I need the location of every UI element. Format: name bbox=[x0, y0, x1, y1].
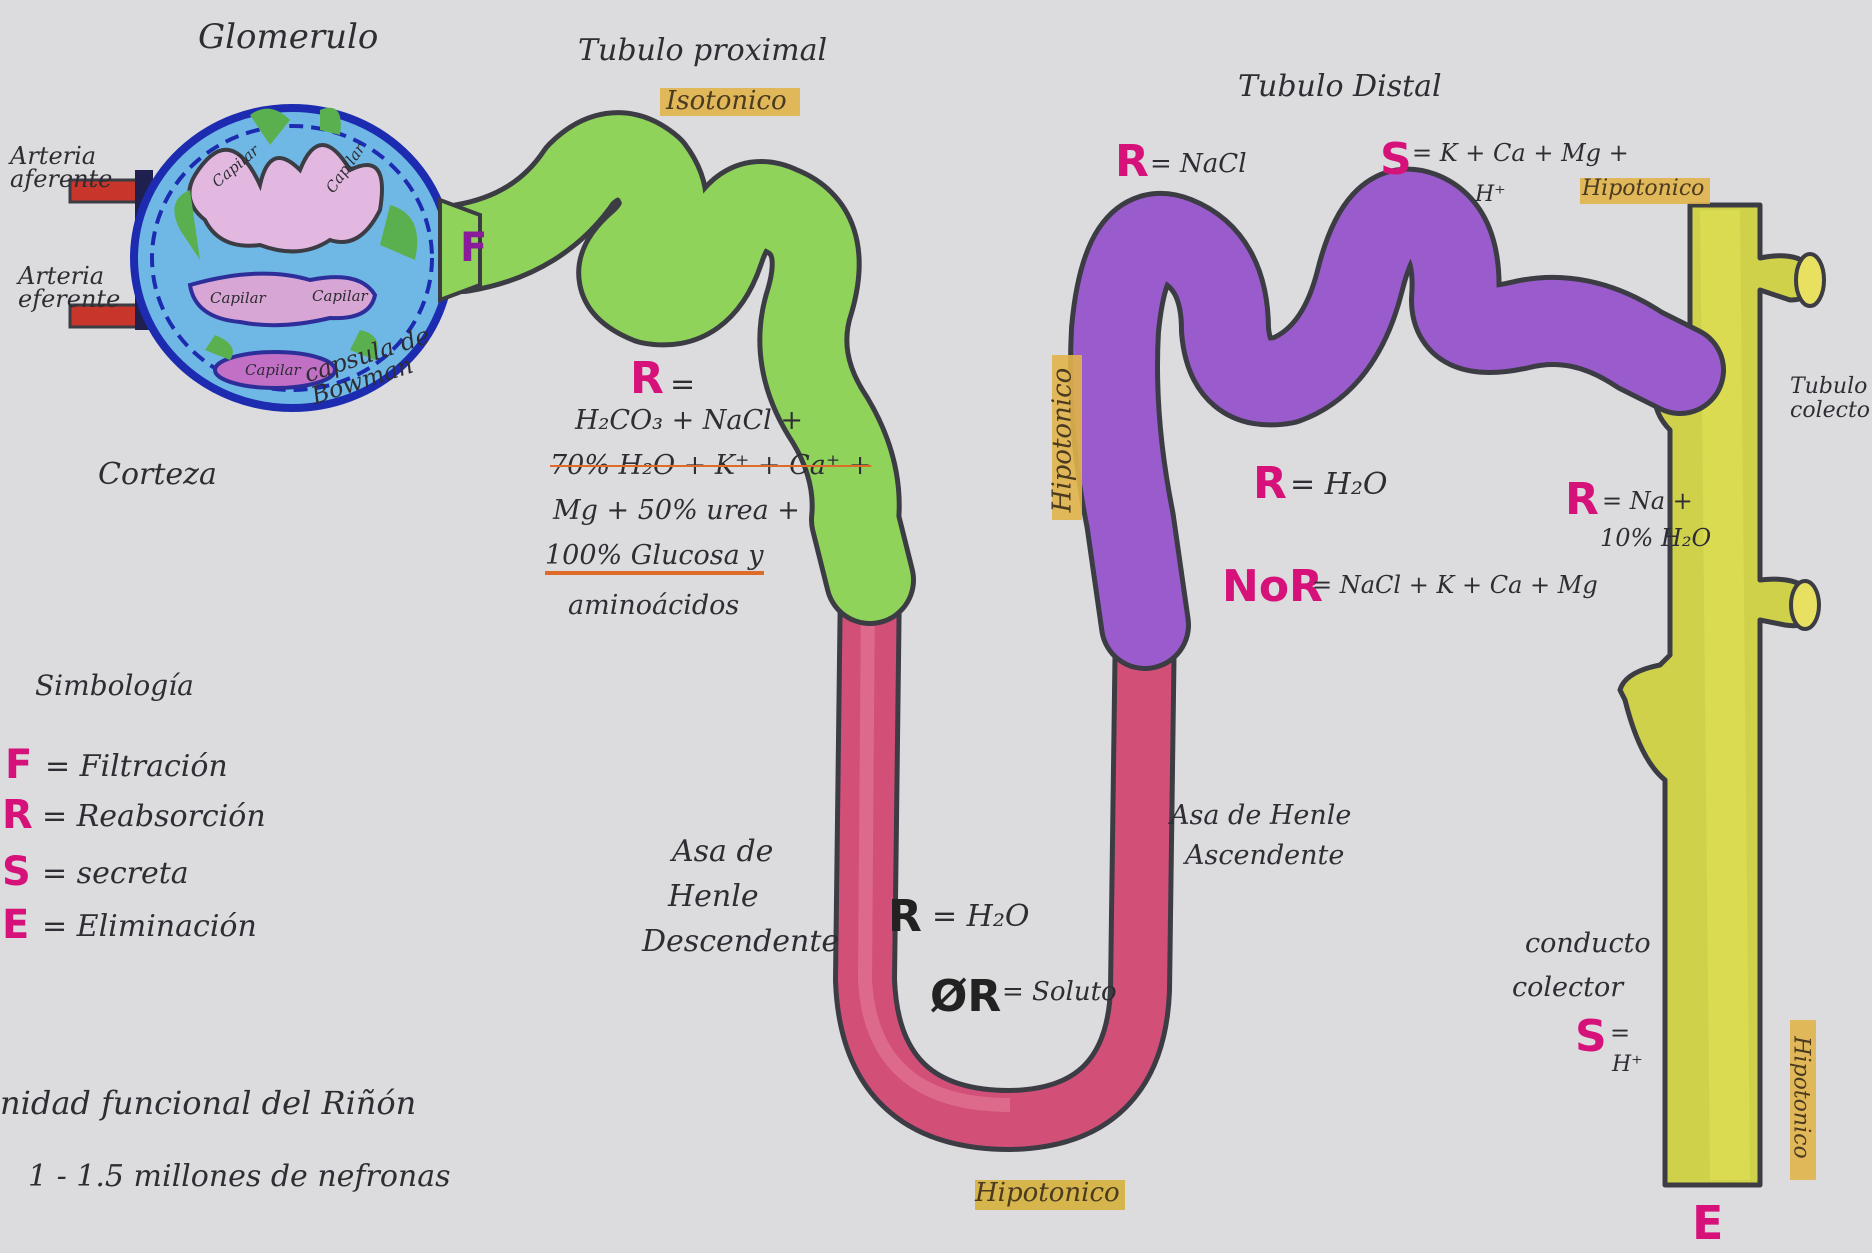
filtration-mark: F bbox=[460, 228, 487, 268]
descending-label-2: Henle bbox=[668, 880, 759, 915]
legend-mark-f: F bbox=[5, 745, 32, 785]
hypotonic-bottom-label: Hipotonico bbox=[975, 1178, 1120, 1208]
hypotonic-side-label: Hipotonico bbox=[1047, 368, 1077, 513]
distal-nor-text: = NaCl + K + Ca + Mg bbox=[1312, 572, 1598, 600]
legend-text-f: = Filtración bbox=[45, 750, 228, 785]
descending-r-mark: R bbox=[888, 895, 922, 939]
legend-title: Simbología bbox=[35, 670, 194, 702]
proximal-line-4: 100% Glucosa y bbox=[545, 540, 764, 575]
isotonic-label: Isotonico bbox=[666, 86, 787, 116]
proximal-line-5: aminoácidos bbox=[568, 590, 739, 621]
loop-of-henle bbox=[865, 580, 1145, 1120]
distal-r2-mark: R bbox=[1253, 462, 1287, 506]
proximal-line-1: H₂CO₃ + NaCl + bbox=[575, 405, 803, 436]
ascending-label-2: Ascendente bbox=[1185, 840, 1344, 871]
legend-text-r: = Reabsorción bbox=[42, 800, 266, 835]
elimination-mark: E bbox=[1692, 1200, 1723, 1246]
efferent-artery-label: Arteria eferente bbox=[18, 265, 148, 311]
collector-s-text2: H⁺ bbox=[1612, 1052, 1643, 1077]
afferent-artery-label: Arteria aferente bbox=[10, 145, 140, 191]
collector-r-mark: R bbox=[1565, 478, 1599, 522]
distal-r-text: = NaCl bbox=[1150, 150, 1247, 180]
descending-nr-mark: ØR bbox=[930, 975, 1001, 1019]
conducto-label-2: colector bbox=[1512, 972, 1623, 1003]
proximal-line-3: Mg + 50% urea + bbox=[553, 495, 800, 526]
hypotonic-right-label: Hipotonico bbox=[1789, 1036, 1814, 1158]
distal-tubule-label: Tubulo Distal bbox=[1238, 70, 1442, 105]
distal-r-mark: R bbox=[1115, 140, 1149, 184]
collector-s-text: = bbox=[1610, 1020, 1630, 1048]
legend-text-e: = Eliminación bbox=[42, 910, 257, 945]
footer-line-2: 1 - 1.5 millones de nefronas bbox=[28, 1160, 451, 1195]
distal-s-text2: H⁺ bbox=[1475, 182, 1506, 207]
proximal-r-eq: = bbox=[670, 368, 695, 403]
proximal-r-mark: R bbox=[630, 357, 664, 401]
collector-r-text: = Na + bbox=[1602, 488, 1693, 516]
collecting-tubule-label: Tubulo colecto bbox=[1790, 375, 1870, 423]
legend-mark-s: S bbox=[2, 852, 31, 892]
capillary-label-3: Capilar bbox=[210, 290, 266, 307]
descending-label-1: Asa de bbox=[672, 835, 773, 870]
collector-s-mark: S bbox=[1575, 1015, 1607, 1059]
ascending-label-1: Asa de Henle bbox=[1170, 800, 1351, 831]
descending-label-3: Descendente bbox=[642, 925, 839, 960]
conducto-label-1: conducto bbox=[1525, 928, 1651, 959]
distal-r2-text: = H₂O bbox=[1290, 468, 1387, 503]
capillary-label-4: Capilar bbox=[312, 288, 368, 305]
descending-r-text: = H₂O bbox=[932, 900, 1029, 935]
collector-r-text2: 10% H₂O bbox=[1600, 525, 1711, 553]
distal-s-mark: S bbox=[1380, 138, 1412, 182]
glomerulus-label: Glomerulo bbox=[198, 18, 378, 57]
descending-nr-text: = Soluto bbox=[1002, 978, 1117, 1008]
footer-line-1: nidad funcional del Riñón bbox=[0, 1085, 416, 1122]
capillary-label-5: Capilar bbox=[245, 362, 301, 379]
hypotonic-top-label: Hipotonico bbox=[1582, 176, 1704, 201]
legend-mark-e: E bbox=[2, 905, 29, 945]
distal-s-text: = K + Ca + Mg + bbox=[1412, 140, 1629, 168]
legend-mark-r: R bbox=[2, 795, 33, 835]
cortex-label: Corteza bbox=[98, 458, 217, 493]
legend-text-s: = secreta bbox=[42, 857, 189, 892]
distal-tubule bbox=[1114, 213, 1680, 625]
proximal-line-2: 70% H₂O + K⁺ + Ca⁺ + bbox=[550, 450, 871, 481]
proximal-tubule-label: Tubulo proximal bbox=[578, 34, 827, 69]
distal-nor-mark: NoR bbox=[1222, 565, 1323, 609]
